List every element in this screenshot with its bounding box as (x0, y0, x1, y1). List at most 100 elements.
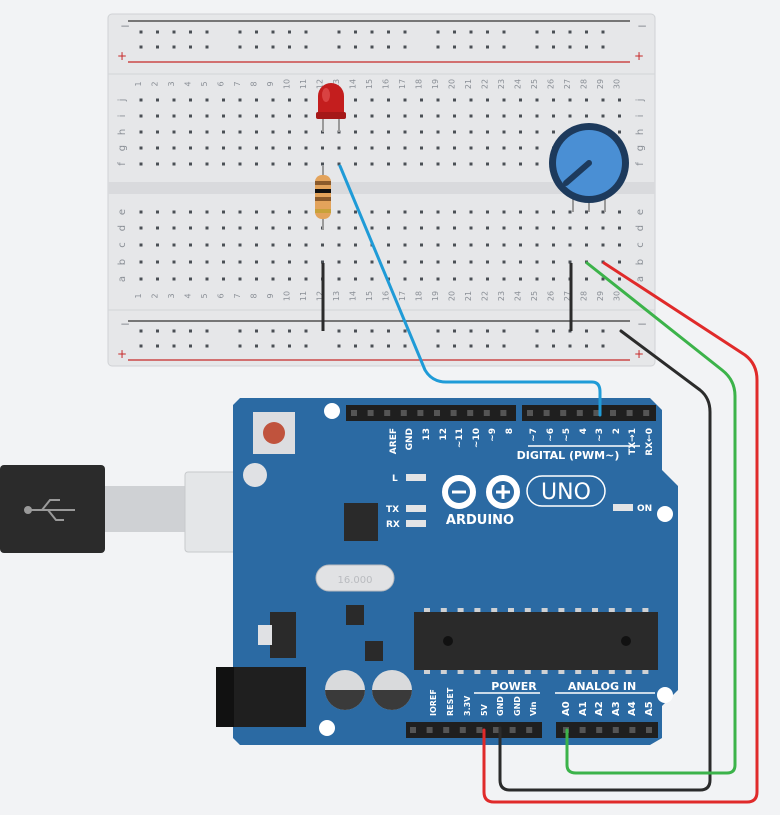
breadboard-hole[interactable] (618, 114, 621, 118)
breadboard-hole[interactable] (601, 277, 605, 281)
breadboard-hole[interactable] (535, 146, 539, 150)
rail-hole[interactable] (601, 344, 605, 348)
breadboard-hole[interactable] (552, 226, 555, 230)
breadboard-hole[interactable] (618, 277, 621, 281)
breadboard-hole[interactable] (288, 260, 291, 264)
rail-hole[interactable] (568, 344, 572, 348)
breadboard-hole[interactable] (502, 210, 506, 214)
breadboard-hole[interactable] (436, 260, 440, 264)
rail-hole[interactable] (337, 329, 341, 333)
header-pin[interactable] (467, 410, 474, 416)
breadboard-hole[interactable] (288, 243, 291, 247)
rail-hole[interactable] (255, 30, 258, 34)
breadboard-hole[interactable] (354, 277, 357, 281)
breadboard-hole[interactable] (271, 260, 275, 264)
rail-hole[interactable] (337, 30, 341, 34)
header-pin[interactable] (443, 727, 450, 733)
breadboard-hole[interactable] (189, 146, 192, 150)
breadboard-hole[interactable] (222, 130, 225, 134)
breadboard-hole[interactable] (469, 243, 473, 247)
breadboard-hole[interactable] (139, 277, 143, 281)
resistor[interactable] (315, 166, 331, 230)
breadboard-hole[interactable] (519, 243, 522, 247)
rail-hole[interactable] (354, 30, 357, 34)
breadboard-hole[interactable] (205, 210, 209, 214)
rail-hole[interactable] (535, 45, 539, 49)
rail-hole[interactable] (354, 45, 357, 49)
breadboard-hole[interactable] (172, 226, 176, 230)
breadboard-hole[interactable] (288, 277, 291, 281)
breadboard-hole[interactable] (238, 146, 242, 150)
header-pin[interactable] (410, 727, 416, 733)
breadboard-hole[interactable] (288, 146, 291, 150)
breadboard-hole[interactable] (486, 277, 489, 281)
rail-hole[interactable] (370, 45, 374, 49)
rail-hole[interactable] (255, 329, 258, 333)
breadboard-hole[interactable] (156, 98, 159, 102)
breadboard-hole[interactable] (255, 210, 258, 214)
breadboard-hole[interactable] (486, 162, 489, 166)
breadboard-hole[interactable] (139, 162, 143, 166)
rail-hole[interactable] (271, 45, 275, 49)
breadboard-hole[interactable] (156, 162, 159, 166)
breadboard-hole[interactable] (436, 226, 440, 230)
breadboard-hole[interactable] (189, 98, 192, 102)
header-pin[interactable] (417, 410, 424, 416)
header-pin[interactable] (400, 410, 407, 416)
breadboard-hole[interactable] (139, 98, 143, 102)
breadboard-hole[interactable] (255, 130, 258, 134)
breadboard-hole[interactable] (370, 114, 374, 118)
breadboard-hole[interactable] (172, 114, 176, 118)
breadboard-hole[interactable] (370, 130, 374, 134)
rail-hole[interactable] (535, 344, 539, 348)
breadboard-hole[interactable] (288, 130, 291, 134)
breadboard-hole[interactable] (502, 130, 506, 134)
breadboard-hole[interactable] (222, 98, 225, 102)
rail-hole[interactable] (304, 30, 308, 34)
rail-hole[interactable] (139, 45, 143, 49)
header-pin[interactable] (450, 410, 457, 416)
breadboard-hole[interactable] (222, 114, 225, 118)
breadboard-hole[interactable] (304, 260, 308, 264)
breadboard-hole[interactable] (420, 277, 423, 281)
breadboard-hole[interactable] (535, 210, 539, 214)
breadboard-hole[interactable] (172, 210, 176, 214)
breadboard-hole[interactable] (453, 130, 456, 134)
breadboard-hole[interactable] (436, 243, 440, 247)
breadboard-hole[interactable] (519, 130, 522, 134)
breadboard-hole[interactable] (601, 114, 605, 118)
rail-hole[interactable] (156, 45, 159, 49)
wire-red-5v[interactable] (482, 261, 759, 804)
header-pin[interactable] (593, 410, 600, 416)
header-pin[interactable] (500, 410, 507, 416)
rail-hole[interactable] (304, 45, 308, 49)
breadboard-hole[interactable] (205, 277, 209, 281)
breadboard-hole[interactable] (469, 98, 473, 102)
rail-hole[interactable] (601, 30, 605, 34)
breadboard-hole[interactable] (271, 226, 275, 230)
breadboard-hole[interactable] (535, 130, 539, 134)
breadboard-hole[interactable] (139, 243, 143, 247)
breadboard-hole[interactable] (304, 162, 308, 166)
rail-hole[interactable] (304, 344, 308, 348)
breadboard-hole[interactable] (238, 277, 242, 281)
rail-hole[interactable] (238, 30, 242, 34)
breadboard-hole[interactable] (568, 98, 572, 102)
breadboard-hole[interactable] (255, 260, 258, 264)
header-pin[interactable] (560, 410, 567, 416)
breadboard-hole[interactable] (486, 210, 489, 214)
breadboard-hole[interactable] (453, 162, 456, 166)
rail-hole[interactable] (205, 329, 209, 333)
breadboard-hole[interactable] (420, 226, 423, 230)
rail-hole[interactable] (172, 30, 176, 34)
breadboard-hole[interactable] (189, 226, 192, 230)
breadboard-hole[interactable] (304, 130, 308, 134)
breadboard-hole[interactable] (139, 146, 143, 150)
rail-hole[interactable] (585, 329, 588, 333)
breadboard-hole[interactable] (486, 114, 489, 118)
breadboard-hole[interactable] (552, 98, 555, 102)
rail-hole[interactable] (189, 45, 192, 49)
breadboard-hole[interactable] (205, 243, 209, 247)
breadboard-hole[interactable] (453, 98, 456, 102)
